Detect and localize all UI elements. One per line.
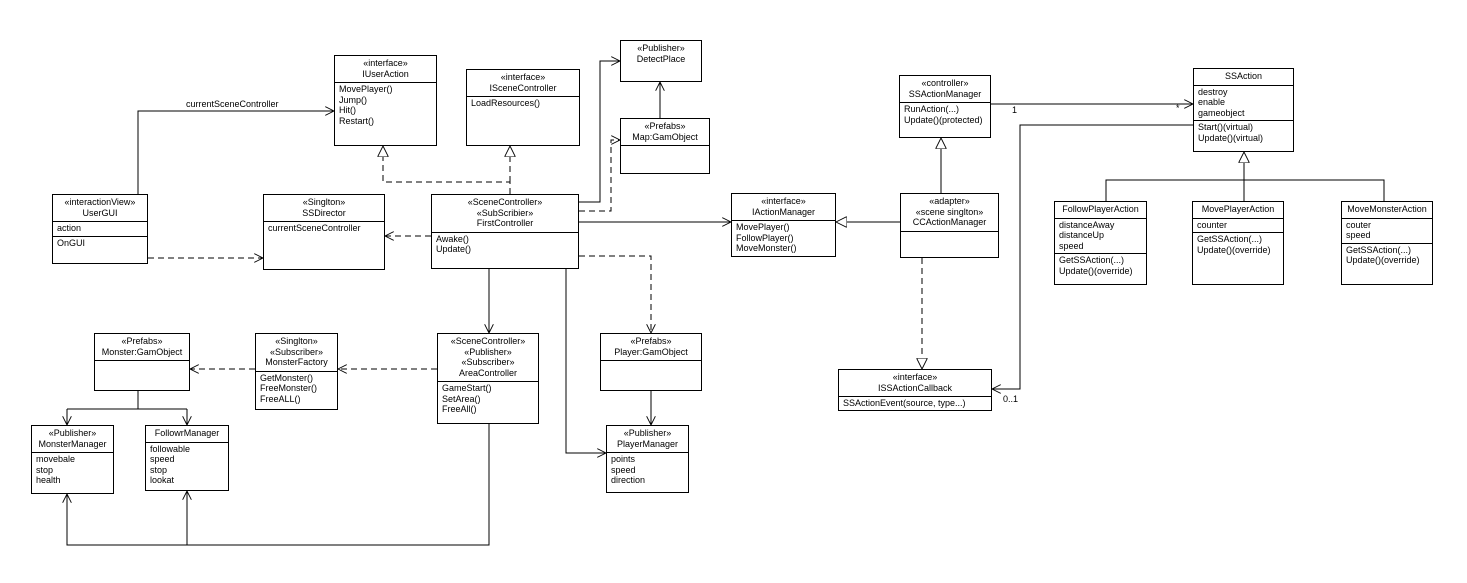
assoc-monster-managers (67, 391, 187, 410)
class-issactioncallback: «interface»ISSActionCallback SSActionEve… (838, 369, 992, 411)
class-followplayeraction: FollowPlayerAction distanceAway distance… (1054, 201, 1147, 285)
realize-first-iuseraction (383, 146, 511, 194)
class-monstermanager: «Publisher»MonsterManager movebale stop … (31, 425, 114, 494)
assoc-usergui-iuseraction (137, 111, 334, 197)
multiplicity-many: * (1176, 103, 1180, 113)
class-ssactionmanager: «controller»SSActionManager RunAction(..… (899, 75, 991, 138)
class-iscenecontroller: «interface»ISceneController LoadResource… (466, 69, 580, 146)
class-ssaction: SSAction destroy enable gameobject Start… (1193, 68, 1294, 152)
assoc-first-detectplace (579, 61, 620, 203)
assoc-area-monstermanager (67, 424, 490, 546)
assoc-first-playermanager (565, 269, 606, 453)
class-map-gamobject: «Prefabs»Map:GamObject (620, 118, 710, 174)
dep-first-map (579, 140, 620, 212)
class-areacontroller: «SceneController»«Publisher»«Subscriber»… (437, 333, 539, 424)
class-movemonsteraction: MoveMonsterAction couter speed GetSSActi… (1341, 201, 1433, 285)
class-ssdirector: «Singlton»SSDirector currentSceneControl… (263, 194, 385, 270)
extends-actions-ssaction (1105, 152, 1385, 201)
class-iuseraction: «interface»IUserAction MovePlayer() Jump… (334, 55, 437, 146)
class-followrmanager: FollowrManager followable speed stop loo… (145, 425, 229, 491)
assoc-ssaction-callback (992, 124, 1193, 389)
dep-first-player (579, 255, 651, 333)
class-iactionmanager: «interface»IActionManager MovePlayer() F… (731, 193, 836, 257)
class-firstcontroller: «SceneController»«SubScribier»FirstContr… (431, 194, 579, 269)
class-moveplayeraction: MovePlayerAction counter GetSSAction(...… (1192, 201, 1284, 285)
multiplicity-one: 1 (1012, 105, 1018, 115)
class-playermanager: «Publisher»PlayerManager points speed di… (606, 425, 689, 493)
multiplicity-zero-one: 0..1 (1003, 394, 1019, 404)
role-label-currentscenecontroller: currentSceneController (186, 99, 279, 109)
class-player-gamobject: «Prefabs»Player:GamObject (600, 333, 702, 391)
class-monsterfactory: «Singlton»«Subscriber»MonsterFactory Get… (255, 333, 338, 410)
class-monster-gamobject: «Prefabs»Monster:GamObject (94, 333, 190, 391)
class-usergui: «interactionView»UserGUI action OnGUI (52, 194, 148, 264)
class-detectplace: «Publisher»DetectPlace (620, 40, 702, 82)
class-ccactionmanager: «adapter»«scene singlton»CCActionManager (900, 193, 999, 258)
